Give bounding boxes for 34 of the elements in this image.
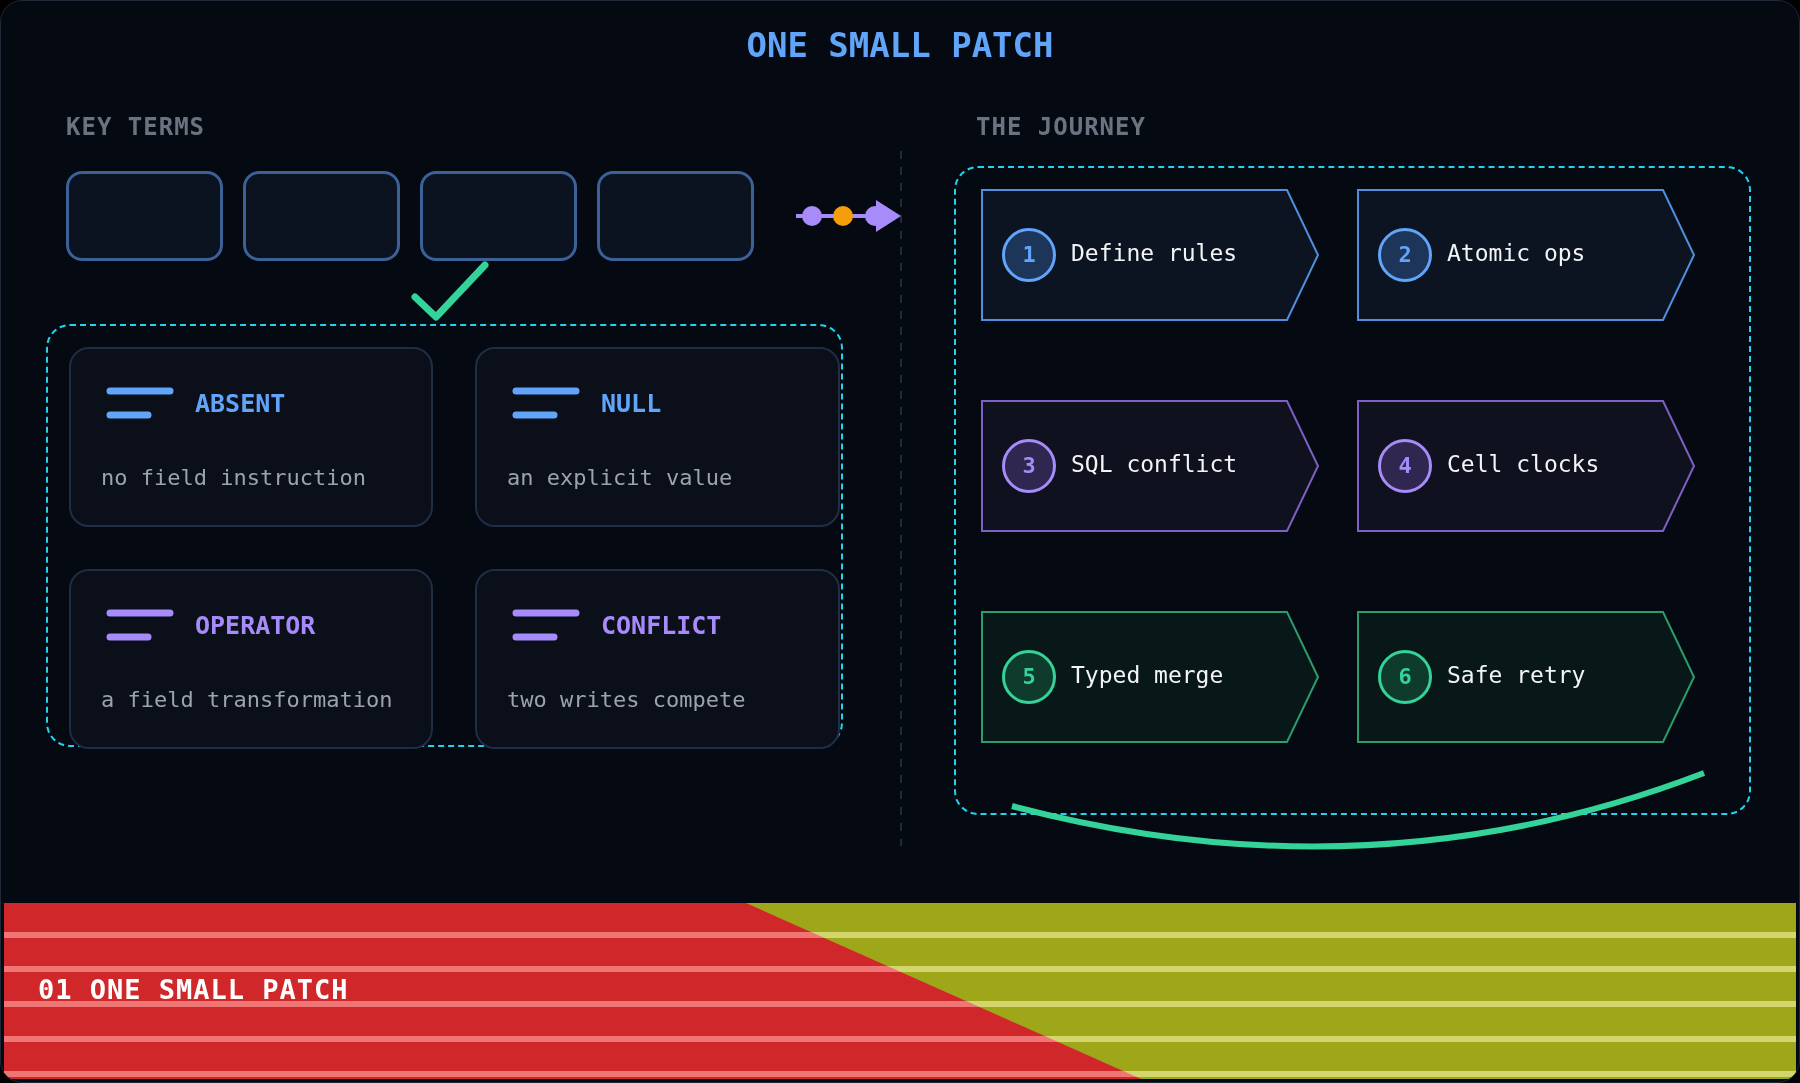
step-label: Define rules xyxy=(1071,240,1238,266)
term-card xyxy=(475,569,840,749)
term-box xyxy=(597,171,754,261)
term-description: two writes compete xyxy=(507,687,746,712)
term-description: no field instruction xyxy=(101,465,366,490)
banner-title: 01 ONE SMALL PATCH xyxy=(38,974,349,1005)
diagram-title: ONE SMALL PATCH xyxy=(745,25,1055,65)
step-chevron xyxy=(1357,189,1695,321)
section-heading: THE JOURNEY xyxy=(976,113,1146,141)
step-label: Cell clocks xyxy=(1447,451,1600,477)
term-heading: CONFLICT xyxy=(601,611,722,640)
step-label: Typed merge xyxy=(1071,662,1224,688)
term-description: a field transformation xyxy=(101,687,393,712)
term-heading: ABSENT xyxy=(195,389,286,418)
dashed-group-frame xyxy=(46,324,843,747)
step-chevron xyxy=(1357,400,1695,532)
term-card xyxy=(69,347,433,527)
step-chevron xyxy=(1357,611,1695,743)
step-chevron xyxy=(981,400,1319,532)
term-box xyxy=(66,171,223,261)
term-card xyxy=(69,569,433,749)
step-chevron xyxy=(981,189,1319,321)
step-label: Atomic ops xyxy=(1447,240,1586,266)
term-heading: OPERATOR xyxy=(195,611,316,640)
term-box xyxy=(243,171,400,261)
term-box xyxy=(420,171,577,261)
dashed-group-frame xyxy=(954,166,1751,815)
term-card xyxy=(475,347,840,527)
step-label: Safe retry xyxy=(1447,662,1586,688)
term-description: an explicit value xyxy=(507,465,733,490)
section-heading: KEY TERMS xyxy=(66,113,206,141)
step-chevron xyxy=(981,611,1319,743)
term-heading: NULL xyxy=(601,389,662,418)
step-label: SQL conflict xyxy=(1071,451,1238,477)
